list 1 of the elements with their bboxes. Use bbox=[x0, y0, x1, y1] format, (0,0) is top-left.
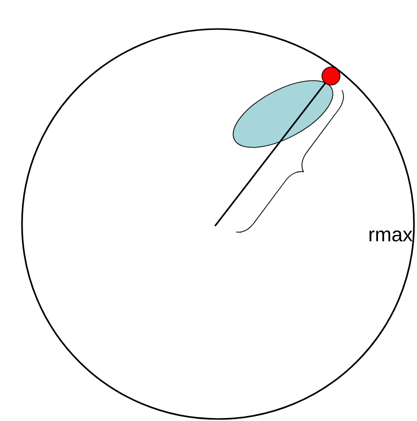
dimension-label: rmax bbox=[370, 230, 412, 242]
